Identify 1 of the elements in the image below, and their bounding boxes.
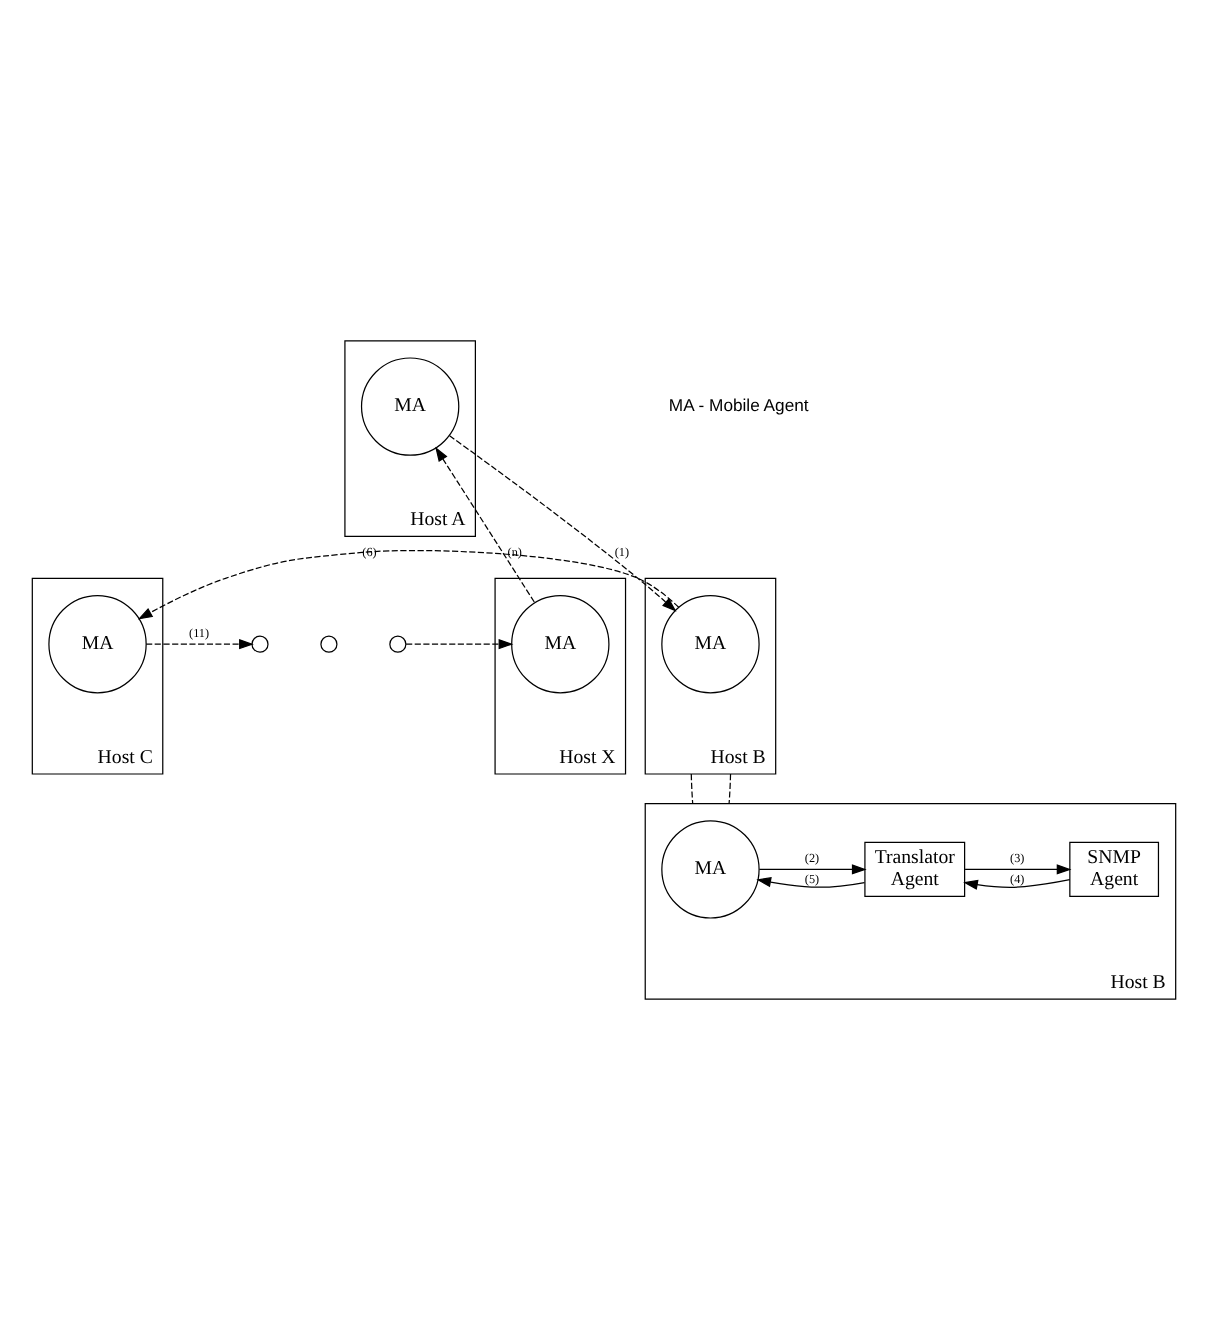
label: MA - Mobile Agent — [668, 394, 809, 415]
